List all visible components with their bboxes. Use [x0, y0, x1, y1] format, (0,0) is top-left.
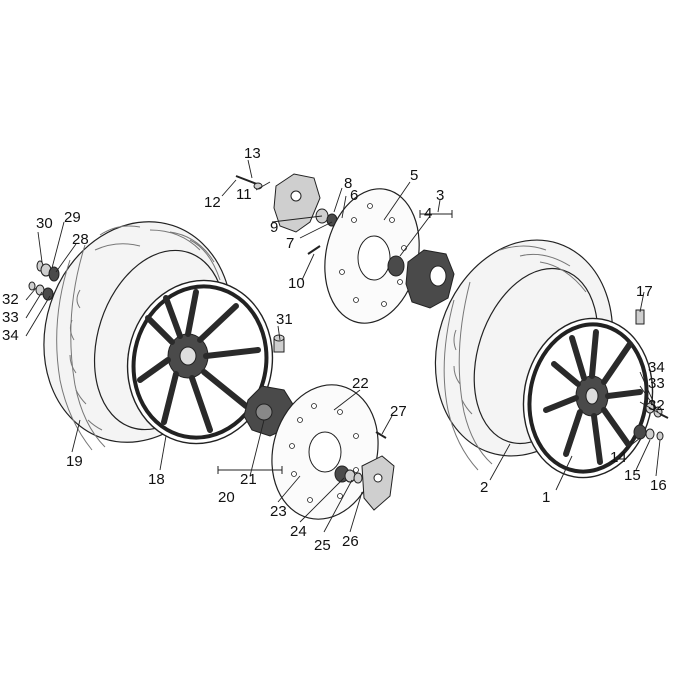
callout-28: 28: [72, 231, 89, 248]
callout-32-right: 32: [648, 397, 665, 414]
callout-7: 7: [286, 235, 294, 252]
callout-32-left: 32: [2, 291, 19, 308]
callout-1: 1: [542, 489, 550, 506]
callout-34-left: 34: [2, 327, 19, 344]
callout-11: 11: [236, 186, 252, 203]
leader-lines: [25, 159, 665, 533]
left-brake-disc: [271, 384, 379, 520]
callout-5: 5: [410, 167, 418, 184]
hub-bearing: [387, 255, 405, 277]
callout-13: 13: [244, 145, 261, 162]
callout-16: 16: [650, 477, 667, 494]
callout-33-right: 33: [648, 375, 665, 392]
callout-3: 3: [436, 187, 444, 204]
callout-labels: 13 12 11 8 9 7 6 5 3 4 10 17 34 33 32 14…: [2, 145, 667, 554]
callout-2: 2: [480, 479, 488, 496]
callout-10: 10: [288, 275, 305, 292]
callout-30: 30: [36, 215, 53, 232]
callout-23: 23: [270, 503, 287, 520]
callout-18: 18: [148, 471, 165, 488]
callout-33-left: 33: [2, 309, 19, 326]
callout-14: 14: [610, 449, 627, 466]
group-bracket-20: [217, 466, 283, 474]
callout-8: 8: [344, 175, 352, 192]
callout-15: 15: [624, 467, 641, 484]
callout-34-right: 34: [648, 359, 665, 376]
left-caliper: [361, 455, 395, 511]
callout-27: 27: [390, 403, 407, 420]
left-wheel-assembly: [28, 221, 395, 520]
top-assembly: [235, 173, 455, 324]
callout-12: 12: [204, 194, 221, 211]
callout-19: 19: [66, 453, 83, 470]
callout-22: 22: [352, 375, 369, 392]
callout-29: 29: [64, 209, 81, 226]
callout-20: 20: [218, 489, 235, 506]
callout-4: 4: [424, 205, 432, 222]
callout-9: 9: [270, 219, 278, 236]
left-valve: [273, 334, 285, 353]
callout-25: 25: [314, 537, 331, 554]
callout-31: 31: [276, 311, 293, 328]
callout-21: 21: [240, 471, 257, 488]
right-rim: [522, 317, 654, 479]
top-bracket: [273, 173, 321, 233]
right-brake-disc: [324, 188, 420, 324]
callout-17: 17: [636, 283, 653, 300]
callout-24: 24: [290, 523, 307, 540]
left-bearings: [334, 465, 363, 484]
callout-6: 6: [350, 187, 358, 204]
left-rim: [126, 279, 274, 445]
right-valve: [635, 309, 645, 325]
callout-26: 26: [342, 533, 359, 550]
